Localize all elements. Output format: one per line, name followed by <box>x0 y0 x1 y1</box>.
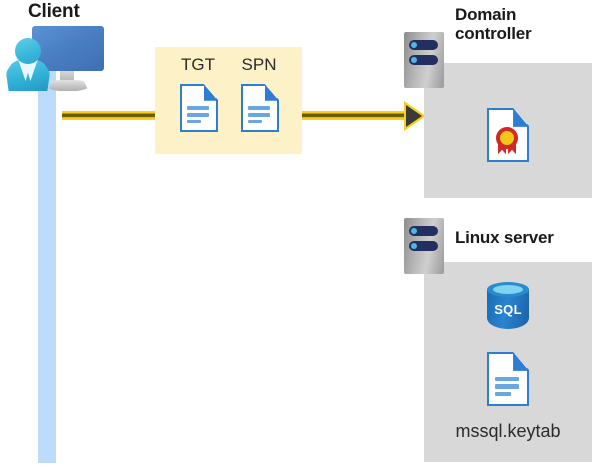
certificate-seal-inner <box>500 131 514 146</box>
server-drive-bay <box>409 40 438 50</box>
document-text-line <box>247 106 270 110</box>
domain-controller-title: Domain controller <box>455 5 532 44</box>
server-led-icon <box>411 57 417 63</box>
linux-server-server-icon <box>404 218 444 274</box>
server-drive-bay <box>409 241 438 251</box>
database-cylinder-top-inner <box>493 285 523 294</box>
person-head-icon <box>15 38 41 64</box>
document-text-line <box>494 391 511 397</box>
domain-controller-server-icon <box>404 32 444 88</box>
sql-label: SQL <box>494 302 522 317</box>
server-led-icon <box>411 228 417 234</box>
linux-server-title: Linux server <box>455 228 554 247</box>
tgt-document-icon <box>180 84 218 132</box>
keytab-filename-label: mssql.keytab <box>455 421 561 441</box>
user-monitor-icon <box>6 26 110 92</box>
arrow-right-icon-fill <box>406 105 422 127</box>
certificate-icon <box>487 108 529 162</box>
keytab-document-icon <box>487 352 529 406</box>
server-led-icon <box>411 42 417 48</box>
document-text-line <box>247 112 270 117</box>
sql-database-icon: SQL <box>487 282 529 334</box>
document-text-line <box>186 112 209 117</box>
document-text-line <box>247 119 263 124</box>
server-drive-bay <box>409 226 438 236</box>
client-title: Client <box>28 1 80 22</box>
monitor-base-icon <box>47 80 89 91</box>
document-text-line <box>494 376 519 382</box>
server-drive-bay <box>409 55 438 65</box>
tgt-label: TGT <box>181 55 215 74</box>
document-text-line <box>494 384 519 389</box>
document-text-line <box>186 119 202 124</box>
client-lifeline <box>38 70 56 463</box>
spn-label: SPN <box>241 55 277 74</box>
document-text-line <box>186 106 209 110</box>
monitor-neck-icon <box>60 71 74 82</box>
spn-document-icon <box>241 84 279 132</box>
server-led-icon <box>411 243 417 249</box>
